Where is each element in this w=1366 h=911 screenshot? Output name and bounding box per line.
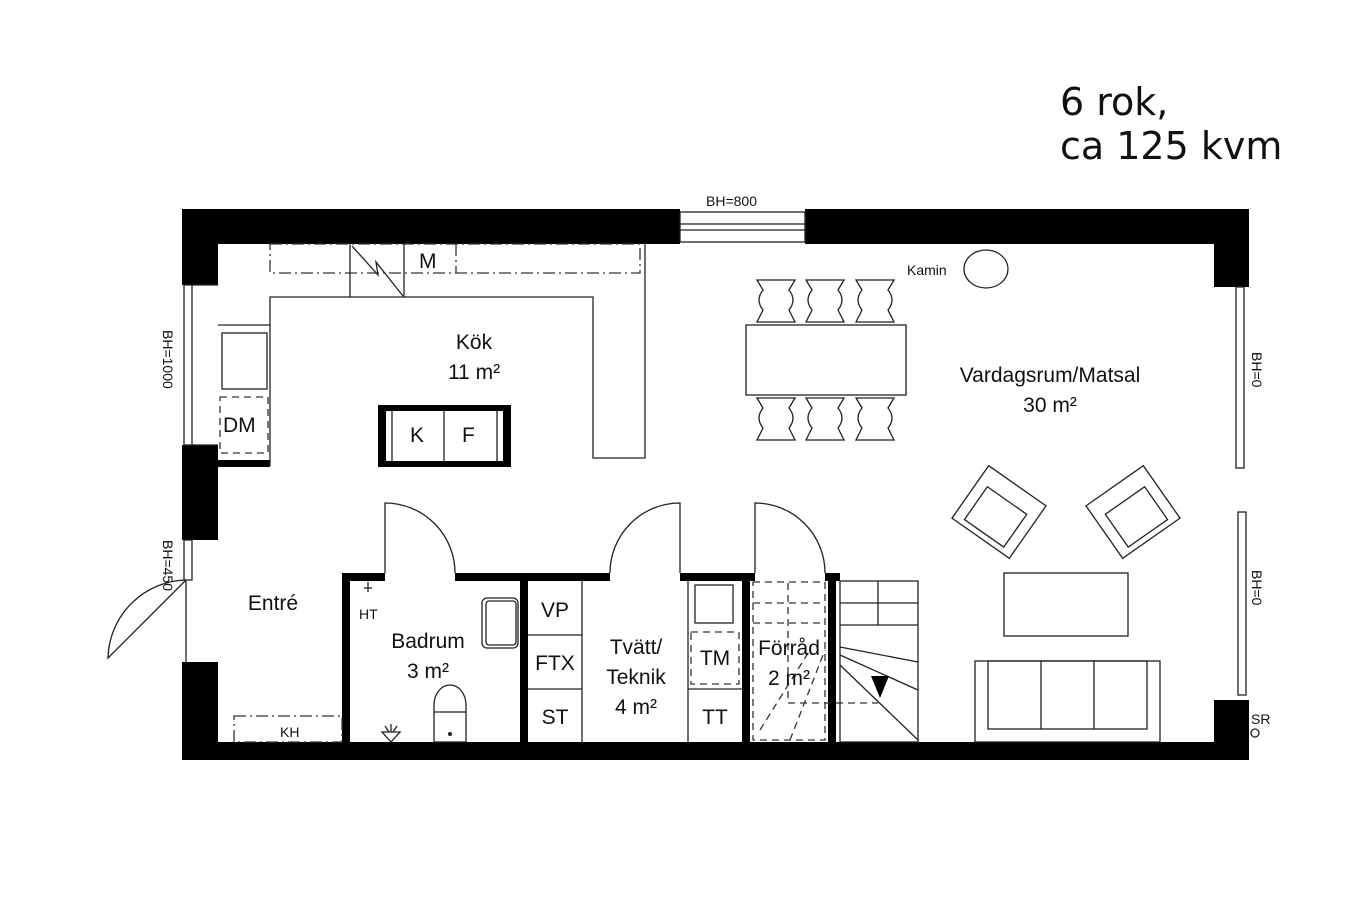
room-count: 6 rok,: [1060, 80, 1169, 124]
laundry-units: [528, 581, 742, 742]
room-forrad-name: Förråd: [758, 637, 820, 660]
label-tt: TT: [702, 706, 728, 729]
label-dishwasher: DM: [223, 414, 256, 437]
label-sr: SR: [1251, 711, 1270, 727]
room-tvatt-name2: Teknik: [606, 666, 666, 689]
fireplace: [963, 249, 1009, 289]
windows: [183, 211, 1247, 696]
doors: [107, 502, 826, 662]
total-area: ca 125 kvm: [1060, 124, 1283, 168]
label-kh: KH: [280, 724, 299, 740]
room-tvatt-name1: Tvätt/: [610, 636, 663, 659]
armchairs: [951, 464, 1181, 560]
label-bh0-a: BH=0: [1249, 352, 1265, 388]
stair-direction-icon: [871, 676, 889, 698]
label-st: ST: [542, 706, 569, 729]
room-forrad-area: 2 m²: [768, 667, 810, 690]
dining-table: [745, 279, 907, 441]
label-ftx: FTX: [535, 652, 575, 675]
exterior-walls: [182, 209, 1249, 760]
label-ht: HT: [359, 606, 378, 622]
kitchen-island: [378, 405, 511, 467]
bathroom-fixtures: [364, 582, 519, 743]
coffee-table: [1003, 572, 1129, 637]
label-tm: TM: [700, 647, 730, 670]
staircase[interactable]: [839, 580, 919, 743]
room-tvatt-area: 4 m²: [615, 696, 657, 719]
label-bh800: BH=800: [706, 193, 757, 209]
interior-walls: [218, 460, 840, 743]
room-badrum-name: Badrum: [391, 630, 465, 653]
plan-title: 6 rok, ca 125 kvm: [1060, 80, 1282, 168]
room-kok-area: 11 m²: [448, 361, 500, 384]
kitchen-counter: [218, 243, 646, 466]
range-hood: [233, 715, 343, 743]
smoke-detector-icon: [1250, 728, 1260, 738]
label-bh450: BH=450: [160, 540, 176, 591]
room-vardagsrum-area: 30 m²: [1023, 394, 1077, 417]
label-fridge: F: [462, 424, 475, 447]
label-kamin: Kamin: [907, 262, 947, 278]
sofa: [974, 660, 1161, 743]
room-entre-name: Entré: [248, 592, 298, 615]
label-microwave: M: [419, 250, 437, 273]
label-vp: VP: [541, 599, 569, 622]
label-stove: K: [410, 424, 424, 447]
storage-stair-outline: [752, 581, 878, 741]
room-badrum-area: 3 m²: [407, 660, 449, 683]
label-bh0-b: BH=0: [1249, 570, 1265, 606]
room-vardagsrum-name: Vardagsrum/Matsal: [960, 364, 1141, 387]
room-kok-name: Kök: [456, 331, 493, 354]
label-bh1000: BH=1000: [160, 330, 176, 389]
